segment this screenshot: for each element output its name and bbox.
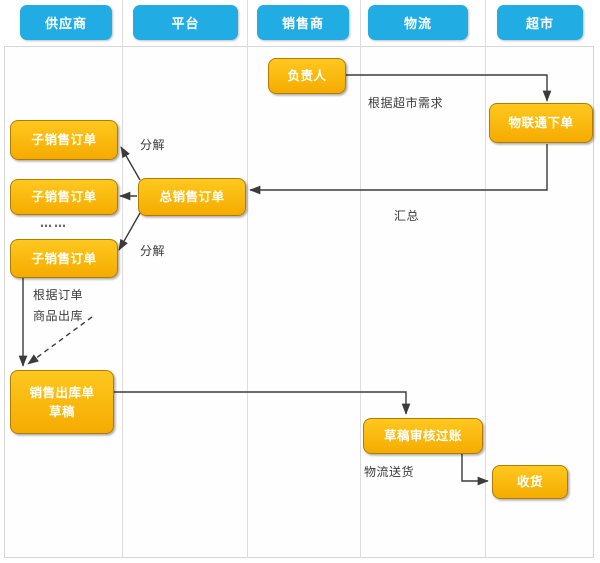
edge-label-demand: 根据超市需求 — [368, 96, 444, 110]
header-divider-3 — [360, 0, 361, 46]
node-receive[interactable]: 收货 — [492, 465, 568, 499]
header-divider-2 — [247, 0, 248, 46]
edge-label-split-bottom: 分解 — [140, 244, 166, 258]
lane-header-market: 超市 — [497, 5, 583, 40]
node-label: 总销售订单 — [159, 189, 225, 205]
edge-label-by-order-line1: 根据订单 — [33, 288, 84, 302]
node-sub-order-1[interactable]: 子销售订单 — [10, 120, 118, 160]
node-label: 子销售订单 — [31, 132, 97, 148]
node-label: 草稿审核过账 — [383, 428, 462, 444]
header-divider-4 — [485, 0, 486, 46]
node-out-draft[interactable]: 销售出库单 草稿 — [10, 370, 114, 434]
header-divider-1 — [122, 0, 123, 46]
edge-label-split-top: 分解 — [140, 138, 166, 152]
edge-label-summary: 汇总 — [394, 209, 420, 223]
lane-header-platform: 平台 — [133, 5, 238, 40]
node-label-line2: 草稿 — [48, 404, 75, 419]
lane-header-label: 销售商 — [281, 17, 324, 32]
lane-header-label: 物流 — [403, 17, 432, 32]
lane-header-seller: 销售商 — [257, 5, 349, 40]
lane-header-logistics: 物流 — [368, 5, 468, 40]
lane-header-label: 供应商 — [44, 17, 87, 32]
lane-header-label: 超市 — [525, 17, 554, 32]
lane-divider-logistics-market — [485, 46, 486, 558]
node-owner[interactable]: 负责人 — [268, 58, 346, 94]
node-sub-order-3[interactable]: 子销售订单 — [10, 239, 118, 278]
node-label: 收货 — [516, 474, 543, 490]
node-label: 子销售订单 — [31, 250, 97, 266]
node-label: 物联通下单 — [508, 115, 574, 131]
node-sub-order-2[interactable]: 子销售订单 — [10, 179, 118, 215]
lane-header-supplier: 供应商 — [20, 5, 112, 40]
edge-label-by-order-line2: 商品出库 — [33, 309, 84, 323]
edge-label-delivery: 物流送货 — [364, 465, 415, 479]
node-label-line1: 销售出库单 — [29, 384, 95, 400]
node-iot-order[interactable]: 物联通下单 — [489, 103, 593, 143]
node-audit-post[interactable]: 草稿审核过账 — [363, 418, 483, 454]
node-label: 负责人 — [287, 68, 327, 84]
lane-header-label: 平台 — [171, 17, 200, 32]
lane-divider-seller-logistics — [360, 46, 361, 558]
lane-divider-platform-seller — [247, 46, 248, 558]
node-total-order[interactable]: 总销售订单 — [138, 178, 246, 216]
ellipsis-indicator: …… — [40, 216, 68, 230]
lane-divider-supplier-platform — [122, 46, 123, 558]
node-label: 子销售订单 — [31, 189, 97, 205]
